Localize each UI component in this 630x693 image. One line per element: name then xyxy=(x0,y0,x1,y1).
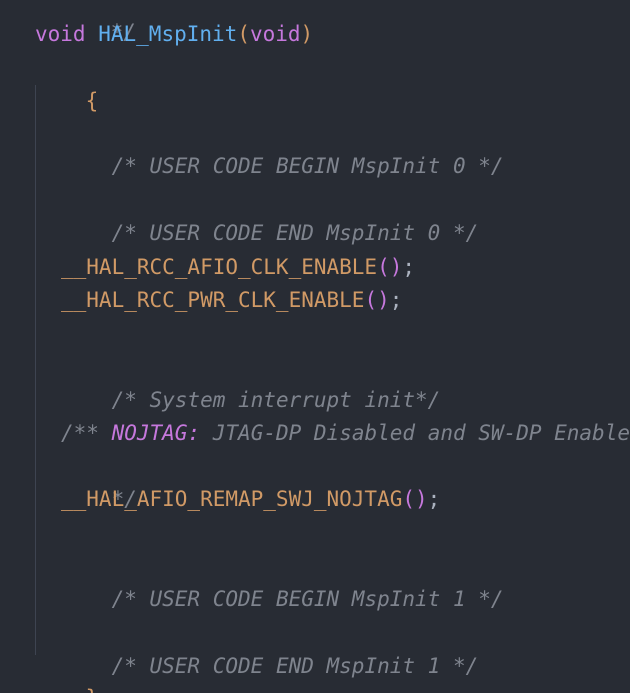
doc-comment-text: JTAG-DP Disabled and SW-DP Enabled xyxy=(212,421,630,445)
semicolon: ; xyxy=(427,487,441,511)
code-line-comment-end-0: /* USER CODE END MspInit 0 */ xyxy=(61,184,479,245)
code-line-function-signature: void HAL_MspInit(void) xyxy=(35,18,313,51)
macro-pwr-clk-enable: __HAL_RCC_PWR_CLK_ENABLE xyxy=(61,288,365,312)
close-brace: } xyxy=(86,686,99,693)
code-line-comment-begin-0: /* USER CODE BEGIN MspInit 0 */ xyxy=(61,117,504,178)
param-keyword: void xyxy=(249,22,301,46)
indent-guide xyxy=(35,85,36,655)
code-line-afio-clk-enable: __HAL_RCC_AFIO_CLK_ENABLE(); xyxy=(61,251,415,284)
comment-close-fragment: */ xyxy=(110,20,136,44)
comment-system-interrupt-init: /* System interrupt init*/ xyxy=(111,388,441,412)
code-line-comment-begin-1: /* USER CODE BEGIN MspInit 1 */ xyxy=(61,550,504,611)
call-parens: () xyxy=(377,255,403,279)
code-line-open-brace: { xyxy=(35,52,99,113)
code-line-pwr-clk-enable: __HAL_RCC_PWR_CLK_ENABLE(); xyxy=(61,284,402,317)
open-paren: ( xyxy=(237,22,250,46)
comment-user-code-end-0: /* USER CODE END MspInit 0 */ xyxy=(111,221,479,245)
function-name: HAL_MspInit xyxy=(98,22,238,46)
doc-comment-close: */ xyxy=(111,487,137,511)
comment-user-code-begin-0: /* USER CODE BEGIN MspInit 0 */ xyxy=(111,154,504,178)
call-parens: () xyxy=(402,487,428,511)
code-line-remap-swj-nojtag: __HAL_AFIO_REMAP_SWJ_NOJTAG(); xyxy=(61,483,440,516)
code-line-nojtag-doc-comment: /** NOJTAG: JTAG-DP Disabled and SW-DP E… xyxy=(61,417,630,450)
call-parens: () xyxy=(364,288,390,312)
comment-user-code-end-1: /* USER CODE END MspInit 1 */ xyxy=(111,654,479,678)
doc-comment-tag: NOJTAG: xyxy=(111,421,201,445)
code-line-close-brace: } xyxy=(35,649,99,693)
code-line-comment-end-1: /* USER CODE END MspInit 1 */ xyxy=(61,617,479,678)
macro-remap-swj-nojtag: __HAL_AFIO_REMAP_SWJ_NOJTAG xyxy=(61,487,403,511)
code-line-doc-comment-close: */ xyxy=(61,450,137,511)
comment-user-code-begin-1: /* USER CODE BEGIN MspInit 1 */ xyxy=(111,587,504,611)
code-line-system-interrupt-comment: /* System interrupt init*/ xyxy=(61,351,441,412)
doc-comment-open: /** xyxy=(61,421,99,445)
close-paren: ) xyxy=(300,22,314,46)
code-line-top-fragment: */ xyxy=(60,0,136,44)
semicolon: ; xyxy=(389,288,403,312)
macro-afio-clk-enable: __HAL_RCC_AFIO_CLK_ENABLE xyxy=(61,255,378,279)
semicolon: ; xyxy=(402,255,416,279)
return-type-keyword: void xyxy=(35,22,86,46)
open-brace: { xyxy=(85,89,99,113)
